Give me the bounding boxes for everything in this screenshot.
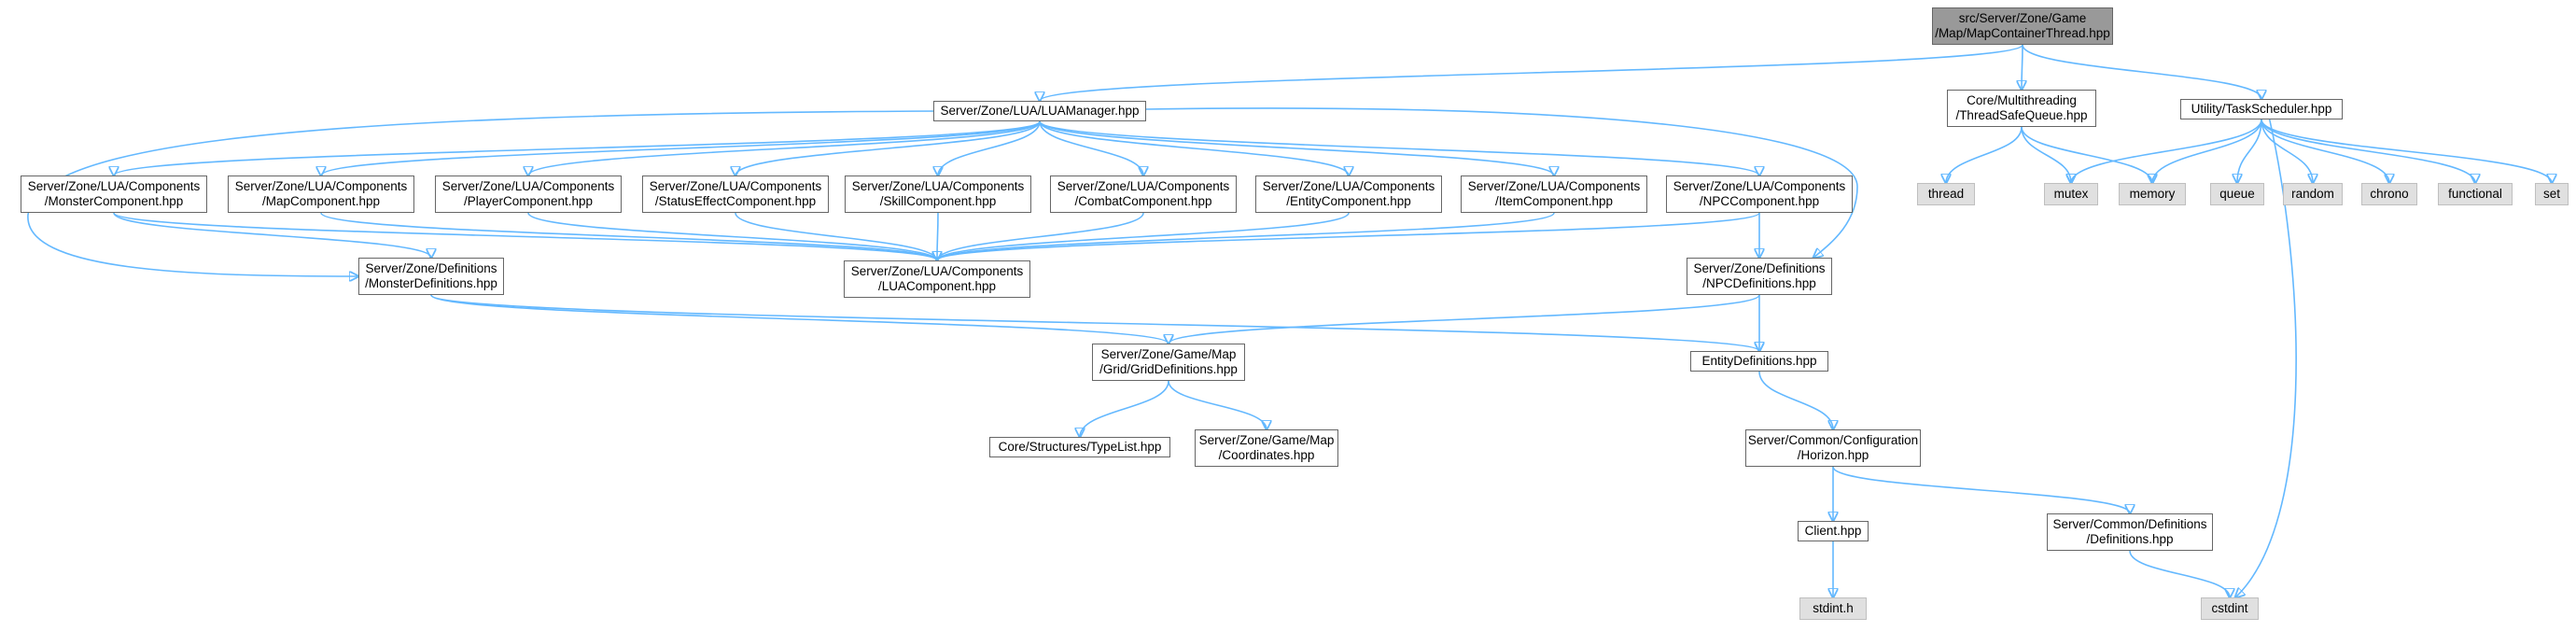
node-status-effect-component[interactable]: Server/Zone/LUA/Components/StatusEffectC…: [642, 176, 829, 213]
node-cstdint: cstdint: [2201, 597, 2259, 620]
edge-task-scheduler-to-cstdint: [2235, 119, 2297, 597]
node-horizon-configuration[interactable]: Server/Common/Configuration/Horizon.hpp: [1745, 429, 1921, 467]
edge-status-effect-component-to-lua-component: [735, 212, 937, 260]
edge-common-definitions-to-cstdint: [2129, 550, 2230, 597]
edge-skill-component-to-lua-component: [937, 212, 938, 260]
node-functional: functional: [2438, 183, 2513, 205]
node-player-component[interactable]: Server/Zone/LUA/Components/PlayerCompone…: [435, 176, 622, 213]
edge-map-component-to-lua-component: [320, 212, 937, 260]
edge-task-scheduler-to-chrono: [2261, 119, 2389, 183]
edge-npc-component-to-lua-component: [937, 212, 1760, 260]
edge-lua-manager-to-skill-component: [938, 120, 1041, 176]
node-thread: thread: [1917, 183, 1975, 205]
edge-thread-safe-queue-to-thread: [1946, 126, 2023, 183]
node-common-definitions[interactable]: Server/Common/Definitions/Definitions.hp…: [2047, 513, 2213, 551]
edge-lua-manager-to-entity-component: [1039, 120, 1349, 176]
edge-lua-manager-to-monster-component: [114, 120, 1041, 176]
edge-item-component-to-lua-component: [937, 212, 1555, 260]
node-thread-safe-queue[interactable]: Core/Multithreading/ThreadSafeQueue.hpp: [1947, 90, 2096, 127]
node-queue: queue: [2210, 183, 2264, 205]
edge-task-scheduler-to-random: [2261, 119, 2313, 183]
node-grid-definitions[interactable]: Server/Zone/Game/Map/Grid/GridDefinition…: [1092, 344, 1245, 381]
node-set: set: [2535, 183, 2569, 205]
node-memory: memory: [2119, 183, 2186, 205]
node-task-scheduler[interactable]: Utility/TaskScheduler.hpp: [2180, 99, 2343, 119]
node-client[interactable]: Client.hpp: [1798, 521, 1869, 541]
edge-task-scheduler-to-mutex: [2071, 119, 2262, 183]
edge-monster-component-to-monster-definitions: [113, 212, 431, 258]
edge-task-scheduler-to-set: [2261, 119, 2552, 183]
node-lua-manager[interactable]: Server/Zone/LUA/LUAManager.hpp: [933, 101, 1146, 121]
edge-root-to-lua-manager: [1040, 44, 2023, 101]
node-monster-component[interactable]: Server/Zone/LUA/Components/MonsterCompon…: [21, 176, 207, 213]
node-stdint-h: stdint.h: [1799, 597, 1867, 620]
node-npc-component[interactable]: Server/Zone/LUA/Components/NPCComponent.…: [1666, 176, 1853, 213]
edge-lua-manager-to-npc-component: [1039, 120, 1759, 176]
node-random: random: [2283, 183, 2343, 205]
edge-npc-definitions-to-grid-definitions: [1169, 294, 1760, 344]
node-item-component[interactable]: Server/Zone/LUA/Components/ItemComponent…: [1461, 176, 1647, 213]
edge-lua-manager-to-combat-component: [1039, 120, 1143, 176]
node-coordinates[interactable]: Server/Zone/Game/Map/Coordinates.hpp: [1195, 429, 1338, 467]
edge-root-to-task-scheduler: [2022, 44, 2261, 99]
edge-task-scheduler-to-functional: [2261, 119, 2475, 183]
edge-entity-component-to-lua-component: [937, 212, 1350, 260]
node-entity-definitions[interactable]: EntityDefinitions.hpp: [1690, 351, 1828, 372]
node-skill-component[interactable]: Server/Zone/LUA/Components/SkillComponen…: [845, 176, 1031, 213]
node-npc-definitions[interactable]: Server/Zone/Definitions/NPCDefinitions.h…: [1687, 258, 1832, 295]
edge-task-scheduler-to-queue: [2237, 119, 2262, 183]
edge-lua-manager-to-item-component: [1039, 120, 1554, 176]
edge-lua-manager-to-status-effect-component: [735, 120, 1041, 176]
edge-horizon-to-common-definitions: [1832, 466, 2130, 513]
node-mutex: mutex: [2044, 183, 2098, 205]
node-map-container-thread-root: src/Server/Zone/Game/Map/MapContainerThr…: [1932, 7, 2113, 45]
edge-monster-definitions-to-grid-definitions: [430, 294, 1169, 344]
edge-monster-component-to-lua-component: [113, 212, 937, 260]
edge-lua-manager-to-npc-definitions: [1145, 107, 1858, 258]
node-type-list[interactable]: Core/Structures/TypeList.hpp: [989, 437, 1170, 457]
node-combat-component[interactable]: Server/Zone/LUA/Components/CombatCompone…: [1050, 176, 1237, 213]
edge-lua-manager-to-player-component: [528, 120, 1041, 176]
node-monster-definitions[interactable]: Server/Zone/Definitions/MonsterDefinitio…: [358, 258, 504, 295]
edge-grid-definitions-to-coordinates: [1168, 380, 1267, 429]
node-lua-component[interactable]: Server/Zone/LUA/Components/LUAComponent.…: [844, 260, 1030, 298]
edge-grid-definitions-to-type-list: [1080, 380, 1169, 437]
edge-thread-safe-queue-to-mutex: [2021, 126, 2071, 183]
edge-monster-definitions-to-entity-definitions: [430, 294, 1759, 351]
edge-player-component-to-lua-component: [527, 212, 937, 260]
edge-task-scheduler-to-memory: [2152, 119, 2262, 183]
edge-lua-manager-to-map-component: [321, 120, 1041, 176]
edge-combat-component-to-lua-component: [937, 212, 1144, 260]
edge-entity-definitions-to-horizon: [1758, 371, 1833, 429]
edge-thread-safe-queue-to-memory: [2021, 126, 2152, 183]
edge-root-to-thread-safe-queue: [2022, 44, 2023, 90]
node-map-component[interactable]: Server/Zone/LUA/Components/MapComponent.…: [228, 176, 414, 213]
node-entity-component[interactable]: Server/Zone/LUA/Components/EntityCompone…: [1255, 176, 1442, 213]
node-chrono: chrono: [2361, 183, 2417, 205]
